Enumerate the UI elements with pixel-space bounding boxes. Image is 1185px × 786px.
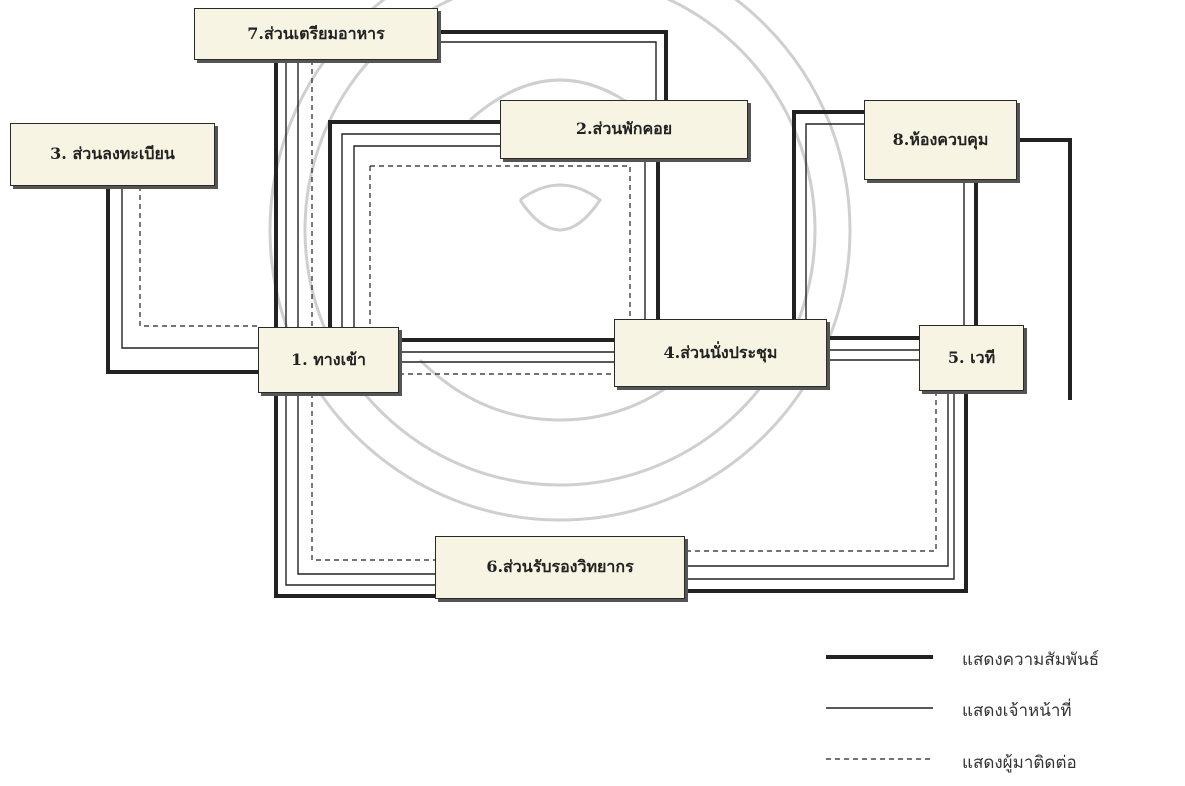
node-speaker-reception: 6.ส่วนรับรองวิทยากร — [435, 536, 685, 599]
node-food-preparation: 7.ส่วนเตรียมอาหาร — [194, 8, 438, 60]
link-5-6-thin-b — [685, 391, 949, 567]
link-7-1-thick — [274, 60, 435, 598]
node-waiting-area: 2.ส่วนพักคอย — [500, 100, 748, 159]
node-control-room: 8.ห้องควบคุม — [864, 100, 1017, 180]
node-registration: 3. ส่วนลงทะเบียน — [10, 123, 215, 186]
link-8-4-thin — [805, 123, 864, 319]
legend-label-relationship: แสดงความสัมพันธ์ — [962, 650, 1100, 670]
link-2-1-thick — [328, 120, 500, 327]
link-3-1-thin — [121, 186, 258, 349]
link-7-1-thin-b — [297, 60, 435, 575]
link-3-1-dashed — [139, 186, 258, 327]
link-2-4-dashed — [370, 165, 631, 319]
link-7-4-thick — [438, 30, 668, 100]
node-entrance: 1. ทางเข้า — [258, 327, 399, 393]
link-2-1-thin — [341, 133, 500, 327]
link-7-6-dashed — [311, 60, 435, 561]
link-3-1-thick — [106, 186, 258, 374]
link-5-6-thick — [685, 391, 968, 593]
link-5-6-thin — [685, 391, 955, 580]
link-5-6-dashed — [685, 391, 937, 552]
link-7-1-thin — [285, 60, 435, 586]
node-meeting-seating: 4.ส่วนนั่งประชุม — [614, 319, 827, 387]
link-8-5-thick — [1017, 138, 1072, 400]
link-7-4-thin — [438, 41, 657, 100]
node-stage: 5. เวที — [919, 325, 1024, 391]
legend-label-staff: แสดงเจ้าหน้าที่ — [962, 701, 1072, 721]
legend-label-visitors: แสดงผู้มาติดต่อ — [962, 753, 1077, 773]
link-8-4-thick — [792, 110, 864, 319]
link-2-1-thin-b — [353, 145, 500, 327]
